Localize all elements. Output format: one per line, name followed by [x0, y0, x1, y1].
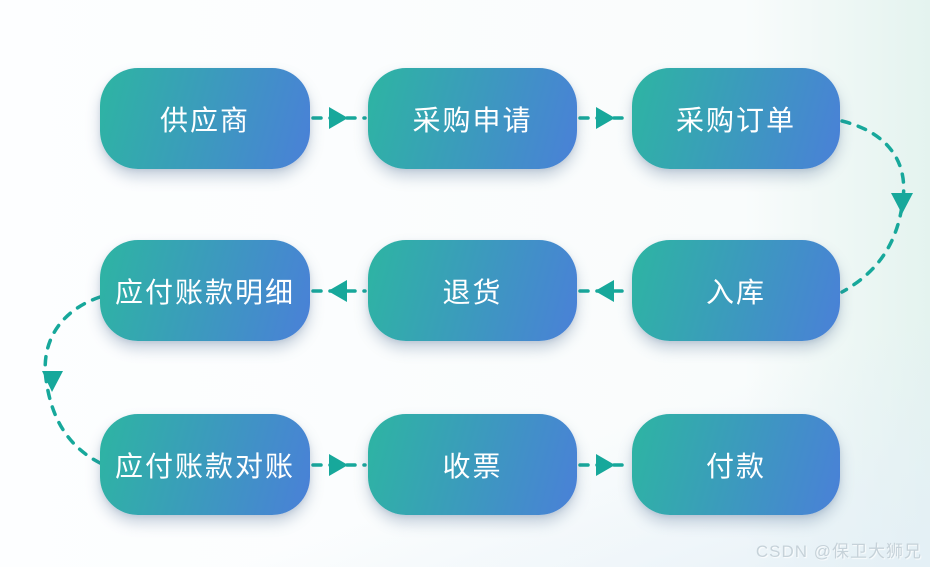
edge-return-goods-to-ap-detail — [311, 280, 367, 302]
node-supplier: 供应商 — [100, 68, 310, 169]
node-payment: 付款 — [632, 414, 840, 515]
edge-supplier-to-purchase-request — [311, 107, 367, 129]
node-invoice-receipt: 收票 — [368, 414, 577, 515]
node-ap-reconciliation: 应付账款对账 — [100, 414, 310, 515]
node-warehouse-in: 入库 — [632, 240, 840, 341]
node-purchase-request-label: 采购申请 — [412, 104, 533, 136]
node-payment-label: 付款 — [705, 450, 766, 482]
node-ap-detail-label: 应付账款明细 — [114, 276, 295, 308]
csdn-watermark: CSDN @保卫大狮兄 — [755, 542, 922, 561]
node-return-goods-label: 退货 — [442, 276, 503, 308]
node-invoice-receipt-label: 收票 — [442, 450, 503, 482]
edge-purchase-request-to-purchase-order — [578, 107, 631, 129]
edge-ap-detail-to-ap-reconciliation — [42, 295, 102, 465]
node-return-goods: 退货 — [368, 240, 577, 341]
node-purchase-order: 采购订单 — [632, 68, 840, 169]
node-purchase-request: 采购申请 — [368, 68, 577, 169]
node-ap-detail: 应付账款明细 — [100, 240, 310, 341]
node-ap-reconciliation-label: 应付账款对账 — [114, 450, 295, 482]
node-purchase-order-label: 采购订单 — [675, 104, 796, 136]
edge-invoice-receipt-to-payment — [578, 454, 631, 476]
edge-warehouse-in-to-return-goods — [578, 280, 631, 302]
edge-purchase-order-to-warehouse-in — [840, 119, 913, 294]
edge-ap-reconciliation-to-invoice-receipt — [311, 454, 367, 476]
node-warehouse-in-label: 入库 — [705, 276, 766, 308]
node-supplier-label: 供应商 — [159, 104, 250, 136]
